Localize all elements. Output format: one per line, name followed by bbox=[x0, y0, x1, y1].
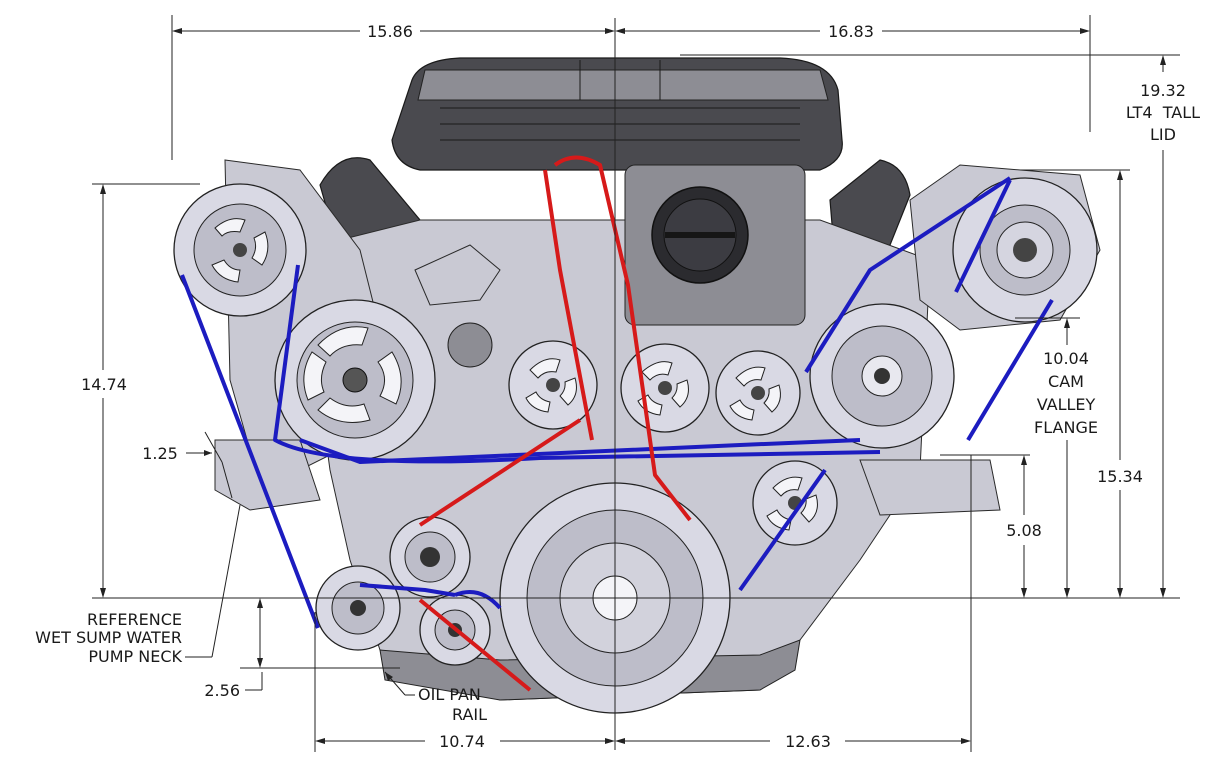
reference-label-3: PUMP NECK bbox=[88, 647, 182, 666]
primary-belt bbox=[180, 179, 1054, 629]
intake-lid-top bbox=[417, 69, 829, 101]
primary-belt-2 bbox=[299, 176, 1012, 610]
dim-cam-label-1: CAM bbox=[1048, 372, 1084, 391]
dim-bottom-left: 10.74 bbox=[439, 732, 485, 751]
idler-pulley-2 bbox=[620, 343, 710, 433]
lower-left-idler bbox=[315, 565, 401, 651]
dim-right-small: 5.08 bbox=[1006, 521, 1042, 540]
reference-label-1: REFERENCE bbox=[87, 610, 182, 629]
water-neck bbox=[414, 244, 501, 306]
lid-ribs bbox=[440, 60, 800, 141]
dim-top-right: 16.83 bbox=[828, 22, 874, 41]
oil-pan-label-1: OIL PAN bbox=[418, 685, 481, 704]
dim-cam-label-2: VALLEY bbox=[1037, 395, 1096, 414]
dim-left-small: 1.25 bbox=[142, 444, 178, 463]
pulleys bbox=[173, 177, 1098, 714]
dimension-lines bbox=[92, 15, 1180, 752]
ac-pulley bbox=[809, 303, 955, 449]
dimension-labels: 15.86 16.83 19.32 LT4 TALL LID 14.74 1.2… bbox=[35, 22, 1200, 751]
dim-lid-label-2: LID bbox=[1150, 125, 1176, 144]
idler-pulley-1 bbox=[508, 340, 598, 430]
dim-lid-label-1: LT4 TALL bbox=[1126, 103, 1200, 122]
tensioner-pulley bbox=[389, 516, 471, 598]
dim-cam-label-3: FLANGE bbox=[1034, 418, 1098, 437]
water-pump-pulley bbox=[274, 299, 436, 461]
right-mount-plate bbox=[859, 459, 1001, 516]
dim-right-height: 15.34 bbox=[1097, 467, 1143, 486]
dim-left-height: 14.74 bbox=[81, 375, 127, 394]
dim-lid-value: 19.32 bbox=[1140, 81, 1186, 100]
dim-bottom-right: 12.63 bbox=[785, 732, 831, 751]
dim-top-left: 15.86 bbox=[367, 22, 413, 41]
dim-bottom-small: 2.56 bbox=[204, 681, 240, 700]
power-steering-pulley bbox=[173, 183, 307, 317]
secondary-belt bbox=[418, 155, 692, 692]
dim-cam-value: 10.04 bbox=[1043, 349, 1089, 368]
alternator-pulley bbox=[952, 177, 1098, 323]
reference-label-2: WET SUMP WATER bbox=[35, 628, 182, 647]
belts bbox=[180, 155, 1054, 692]
idler-pulley-3 bbox=[715, 350, 801, 436]
left-mount-plate bbox=[214, 439, 321, 511]
oil-pan-label-2: RAIL bbox=[452, 705, 487, 724]
